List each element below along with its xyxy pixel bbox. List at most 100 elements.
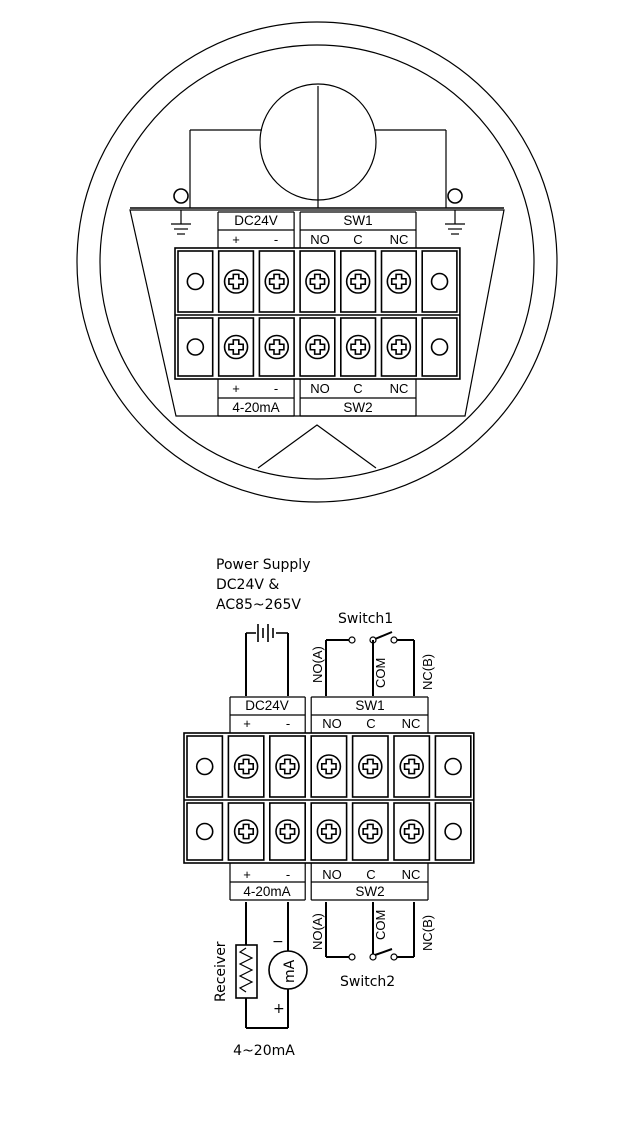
term-no-bottom-2: NO [322, 867, 342, 882]
terminal-cell [268, 802, 306, 861]
screw-hole-left [173, 188, 189, 204]
terminal-screw [305, 334, 330, 360]
mounting-hole [186, 272, 205, 291]
term-no-bottom: NO [310, 381, 330, 396]
terminal-cell [227, 802, 265, 861]
terminal-block-outer [183, 732, 475, 864]
term-nc-top: NC [390, 232, 409, 247]
ammeter-minus: − [272, 934, 284, 950]
display-notch [257, 424, 377, 469]
label-4-20ma-2: 4-20mA [243, 884, 290, 899]
label-dc24v: DC24V [234, 213, 278, 228]
label-sw2: SW2 [343, 400, 372, 415]
terminal-screw [386, 269, 412, 294]
term-plus-bottom-2: + [243, 867, 251, 882]
terminal-screw [316, 754, 342, 779]
mounting-hole [444, 822, 462, 841]
term-nc-bottom-2: NC [402, 867, 421, 882]
term-plus-bottom: + [232, 381, 240, 396]
terminal-cell [186, 802, 224, 861]
terminal-cell [351, 802, 389, 861]
terminal-block-outer [174, 247, 461, 380]
power-supply-label-3: AC85~265V [216, 597, 301, 613]
terminal-cell [227, 735, 265, 798]
screw-cross-slot [228, 339, 244, 355]
sw2-wire-nc-b: NC(B) [420, 915, 435, 951]
terminal-cell [434, 802, 472, 861]
terminal-cell [299, 250, 336, 313]
ammeter [268, 950, 308, 990]
sw1-wire-no-a: NO(A) [310, 646, 325, 683]
terminal-cell [434, 735, 472, 798]
switch1-contacts [325, 631, 415, 696]
screw-cross-slot [362, 758, 379, 775]
terminal-screw [386, 334, 412, 360]
label-sw2-2: SW2 [355, 884, 384, 899]
terminal-screw [223, 269, 249, 294]
enclosure-view: DC24V SW1 + - NO C NC + - NO C NC 4-20mA… [76, 21, 558, 503]
terminal-cell [268, 735, 306, 798]
terminal-cell [380, 317, 418, 377]
terminal-screw [223, 334, 249, 360]
term-minus-bottom-2: - [286, 867, 290, 882]
screw-cross-slot [320, 758, 337, 775]
current-loop [245, 902, 289, 1029]
loop-label-4-20ma: 4~20mA [233, 1043, 295, 1059]
screw-cross-slot [238, 823, 255, 840]
terminal-screw [357, 819, 383, 844]
terminal-cell [393, 735, 431, 798]
sw2-wire-com: COM [373, 910, 388, 940]
screw-cross-slot [268, 273, 285, 290]
mounting-hole [444, 757, 462, 776]
screw-cross-slot [390, 273, 407, 290]
terminal-cell [299, 317, 336, 377]
sw1-wire-com: COM [373, 658, 388, 688]
term-minus-top: - [274, 232, 278, 247]
mounting-hole [186, 338, 205, 356]
terminal-screw [345, 269, 371, 294]
terminal-screw [233, 819, 259, 844]
terminal-screw [264, 334, 290, 360]
label-sw1: SW1 [343, 213, 372, 228]
term-c-bottom-2: C [366, 867, 375, 882]
screw-hole-right [447, 188, 463, 204]
terminal-screw [264, 269, 290, 294]
terminal-screw [275, 754, 300, 779]
screw-cross-slot [268, 339, 285, 355]
switch2-label: Switch2 [340, 974, 395, 990]
terminal-cell [339, 317, 377, 377]
sw2-wire-no-a: NO(A) [310, 913, 325, 950]
screw-cross-slot [350, 339, 367, 355]
terminal-cell [421, 317, 458, 377]
terminal-cell [258, 317, 295, 377]
term-c-top: C [353, 232, 362, 247]
screw-cross-slot [403, 758, 420, 775]
screw-cross-slot [362, 823, 379, 840]
screw-cross-slot [390, 339, 407, 355]
mounting-hole [195, 822, 214, 841]
screw-cross-slot [350, 273, 367, 290]
wiring-schematic: Power Supply DC24V & AC85~265V Switch1 N… [183, 557, 475, 1059]
terminal-cell [217, 250, 255, 313]
ammeter-plus: + [273, 1001, 285, 1017]
label-dc24v-2: DC24V [245, 698, 289, 713]
terminal-screw [357, 754, 383, 779]
label-4-20ma: 4-20mA [232, 400, 279, 415]
terminal-cell [310, 802, 348, 861]
terminal-screw [345, 334, 371, 360]
ammeter-label: mA [282, 959, 298, 983]
terminal-plate-outline [129, 209, 505, 417]
term-nc-top-2: NC [402, 716, 421, 731]
screw-cross-slot [309, 339, 326, 355]
power-supply-label-2: DC24V & [216, 577, 279, 593]
receiver-resistor [235, 944, 258, 999]
terminal-cell [217, 317, 255, 377]
terminal-screw [399, 754, 425, 779]
terminal-screw [399, 819, 425, 844]
term-nc-bottom: NC [390, 381, 409, 396]
term-no-top-2: NO [322, 716, 342, 731]
terminal-screw [275, 819, 300, 844]
terminal-cell [177, 250, 214, 313]
term-c-top-2: C [366, 716, 375, 731]
term-c-bottom: C [353, 381, 362, 396]
